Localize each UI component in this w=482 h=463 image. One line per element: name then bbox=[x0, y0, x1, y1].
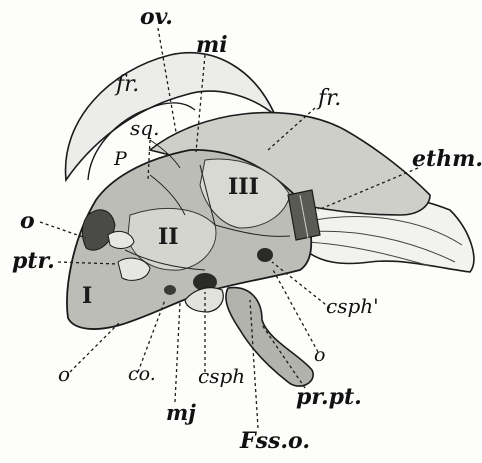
leader-mj bbox=[175, 302, 180, 402]
label-sq: sq. bbox=[130, 118, 159, 138]
label-roman-two: II bbox=[158, 226, 179, 248]
label-o-left: o bbox=[20, 210, 35, 232]
label-mi: mi bbox=[196, 34, 228, 56]
label-fr: fr. bbox=[318, 88, 341, 110]
label-mj: mj bbox=[166, 402, 196, 423]
label-csph: csph bbox=[198, 366, 245, 386]
label-csph-prime: csph' bbox=[326, 296, 379, 316]
label-roman-three: III bbox=[228, 176, 259, 198]
label-o-bottom-right: o bbox=[314, 346, 325, 365]
foramen-small bbox=[257, 248, 273, 262]
label-o-bottom-left: o bbox=[58, 364, 70, 384]
label-ptr: ptr. bbox=[12, 250, 55, 272]
label-ethm: ethm. bbox=[412, 148, 482, 170]
label-fr-prime: fr. bbox=[116, 74, 139, 96]
label-ov: ov. bbox=[140, 6, 173, 28]
label-roman-one: I bbox=[82, 285, 92, 307]
label-p: P bbox=[114, 150, 127, 169]
label-co: co. bbox=[128, 365, 156, 384]
label-pr-pt: pr.pt. bbox=[296, 386, 362, 408]
label-fss-o: Fss.o. bbox=[240, 430, 310, 452]
foramen-mid bbox=[164, 285, 176, 295]
